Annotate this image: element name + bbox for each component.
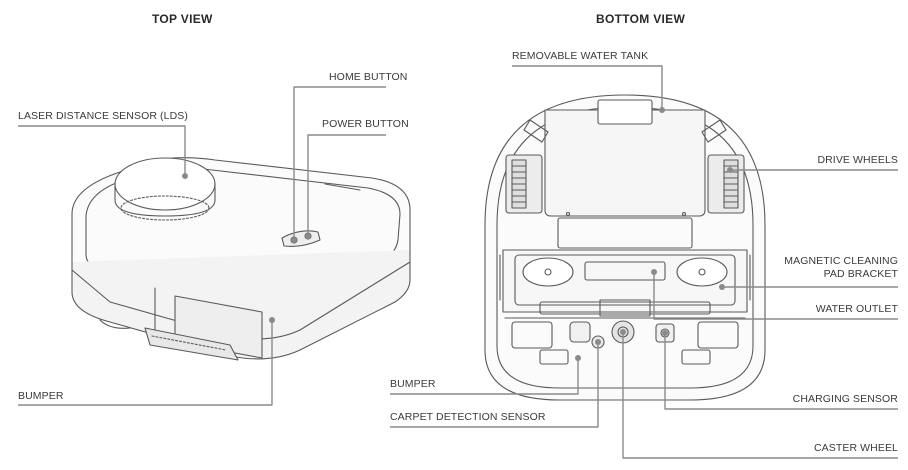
label-home-button: HOME BUTTON <box>329 71 408 83</box>
label-water-outlet: WATER OUTLET <box>815 303 898 315</box>
label-power-button: POWER BUTTON <box>322 118 409 130</box>
top-view-robot <box>71 157 411 361</box>
home-button-dot <box>291 237 297 243</box>
label-pad-bracket-line1: MAGNETIC CLEANING <box>784 255 898 267</box>
leader-top-bumper <box>18 320 273 406</box>
power-button-dot <box>305 233 311 239</box>
water-outlet-dot <box>651 269 657 275</box>
leader-water-outlet <box>653 272 898 320</box>
bottom-view-robot <box>484 94 766 401</box>
pad-bracket-dot <box>719 284 725 290</box>
label-top-bumper: BUMPER <box>18 390 64 402</box>
bottom-view-title: BOTTOM VIEW <box>596 12 686 26</box>
callout-leaders <box>18 65 898 459</box>
carpet-sensor-dot <box>595 339 601 345</box>
lds-dot <box>182 173 188 179</box>
charging-sensor-dot <box>662 330 668 336</box>
label-caster-wheel: CASTER WHEEL <box>813 442 898 454</box>
label-water-tank: REMOVABLE WATER TANK <box>512 50 649 62</box>
label-pad-bracket-line2: PAD BRACKET <box>823 268 898 280</box>
top-bumper-dot <box>269 317 275 323</box>
label-carpet-sensor: CARPET DETECTION SENSOR <box>390 411 546 423</box>
bottom-bumper-dot <box>575 355 581 361</box>
label-bottom-bumper: BUMPER <box>390 378 436 390</box>
caster-wheel-dot <box>620 329 626 335</box>
label-charging-sensor: CHARGING SENSOR <box>792 393 898 405</box>
leader-water-tank <box>512 65 663 110</box>
leader-charging-sensor <box>664 333 898 410</box>
leader-power-button <box>307 134 386 236</box>
water-tank-dot <box>659 107 665 113</box>
top-view-title: TOP VIEW <box>152 12 213 26</box>
leader-home-button <box>293 86 386 240</box>
label-drive-wheels: DRIVE WHEELS <box>817 154 898 166</box>
leader-bottom-bumper <box>390 358 579 395</box>
leader-lds <box>18 125 186 176</box>
leader-carpet-sensor <box>390 342 599 428</box>
drive-wheels-dot <box>727 167 733 173</box>
leader-caster-wheel <box>622 332 898 459</box>
label-lds: LASER DISTANCE SENSOR (LDS) <box>18 110 188 122</box>
